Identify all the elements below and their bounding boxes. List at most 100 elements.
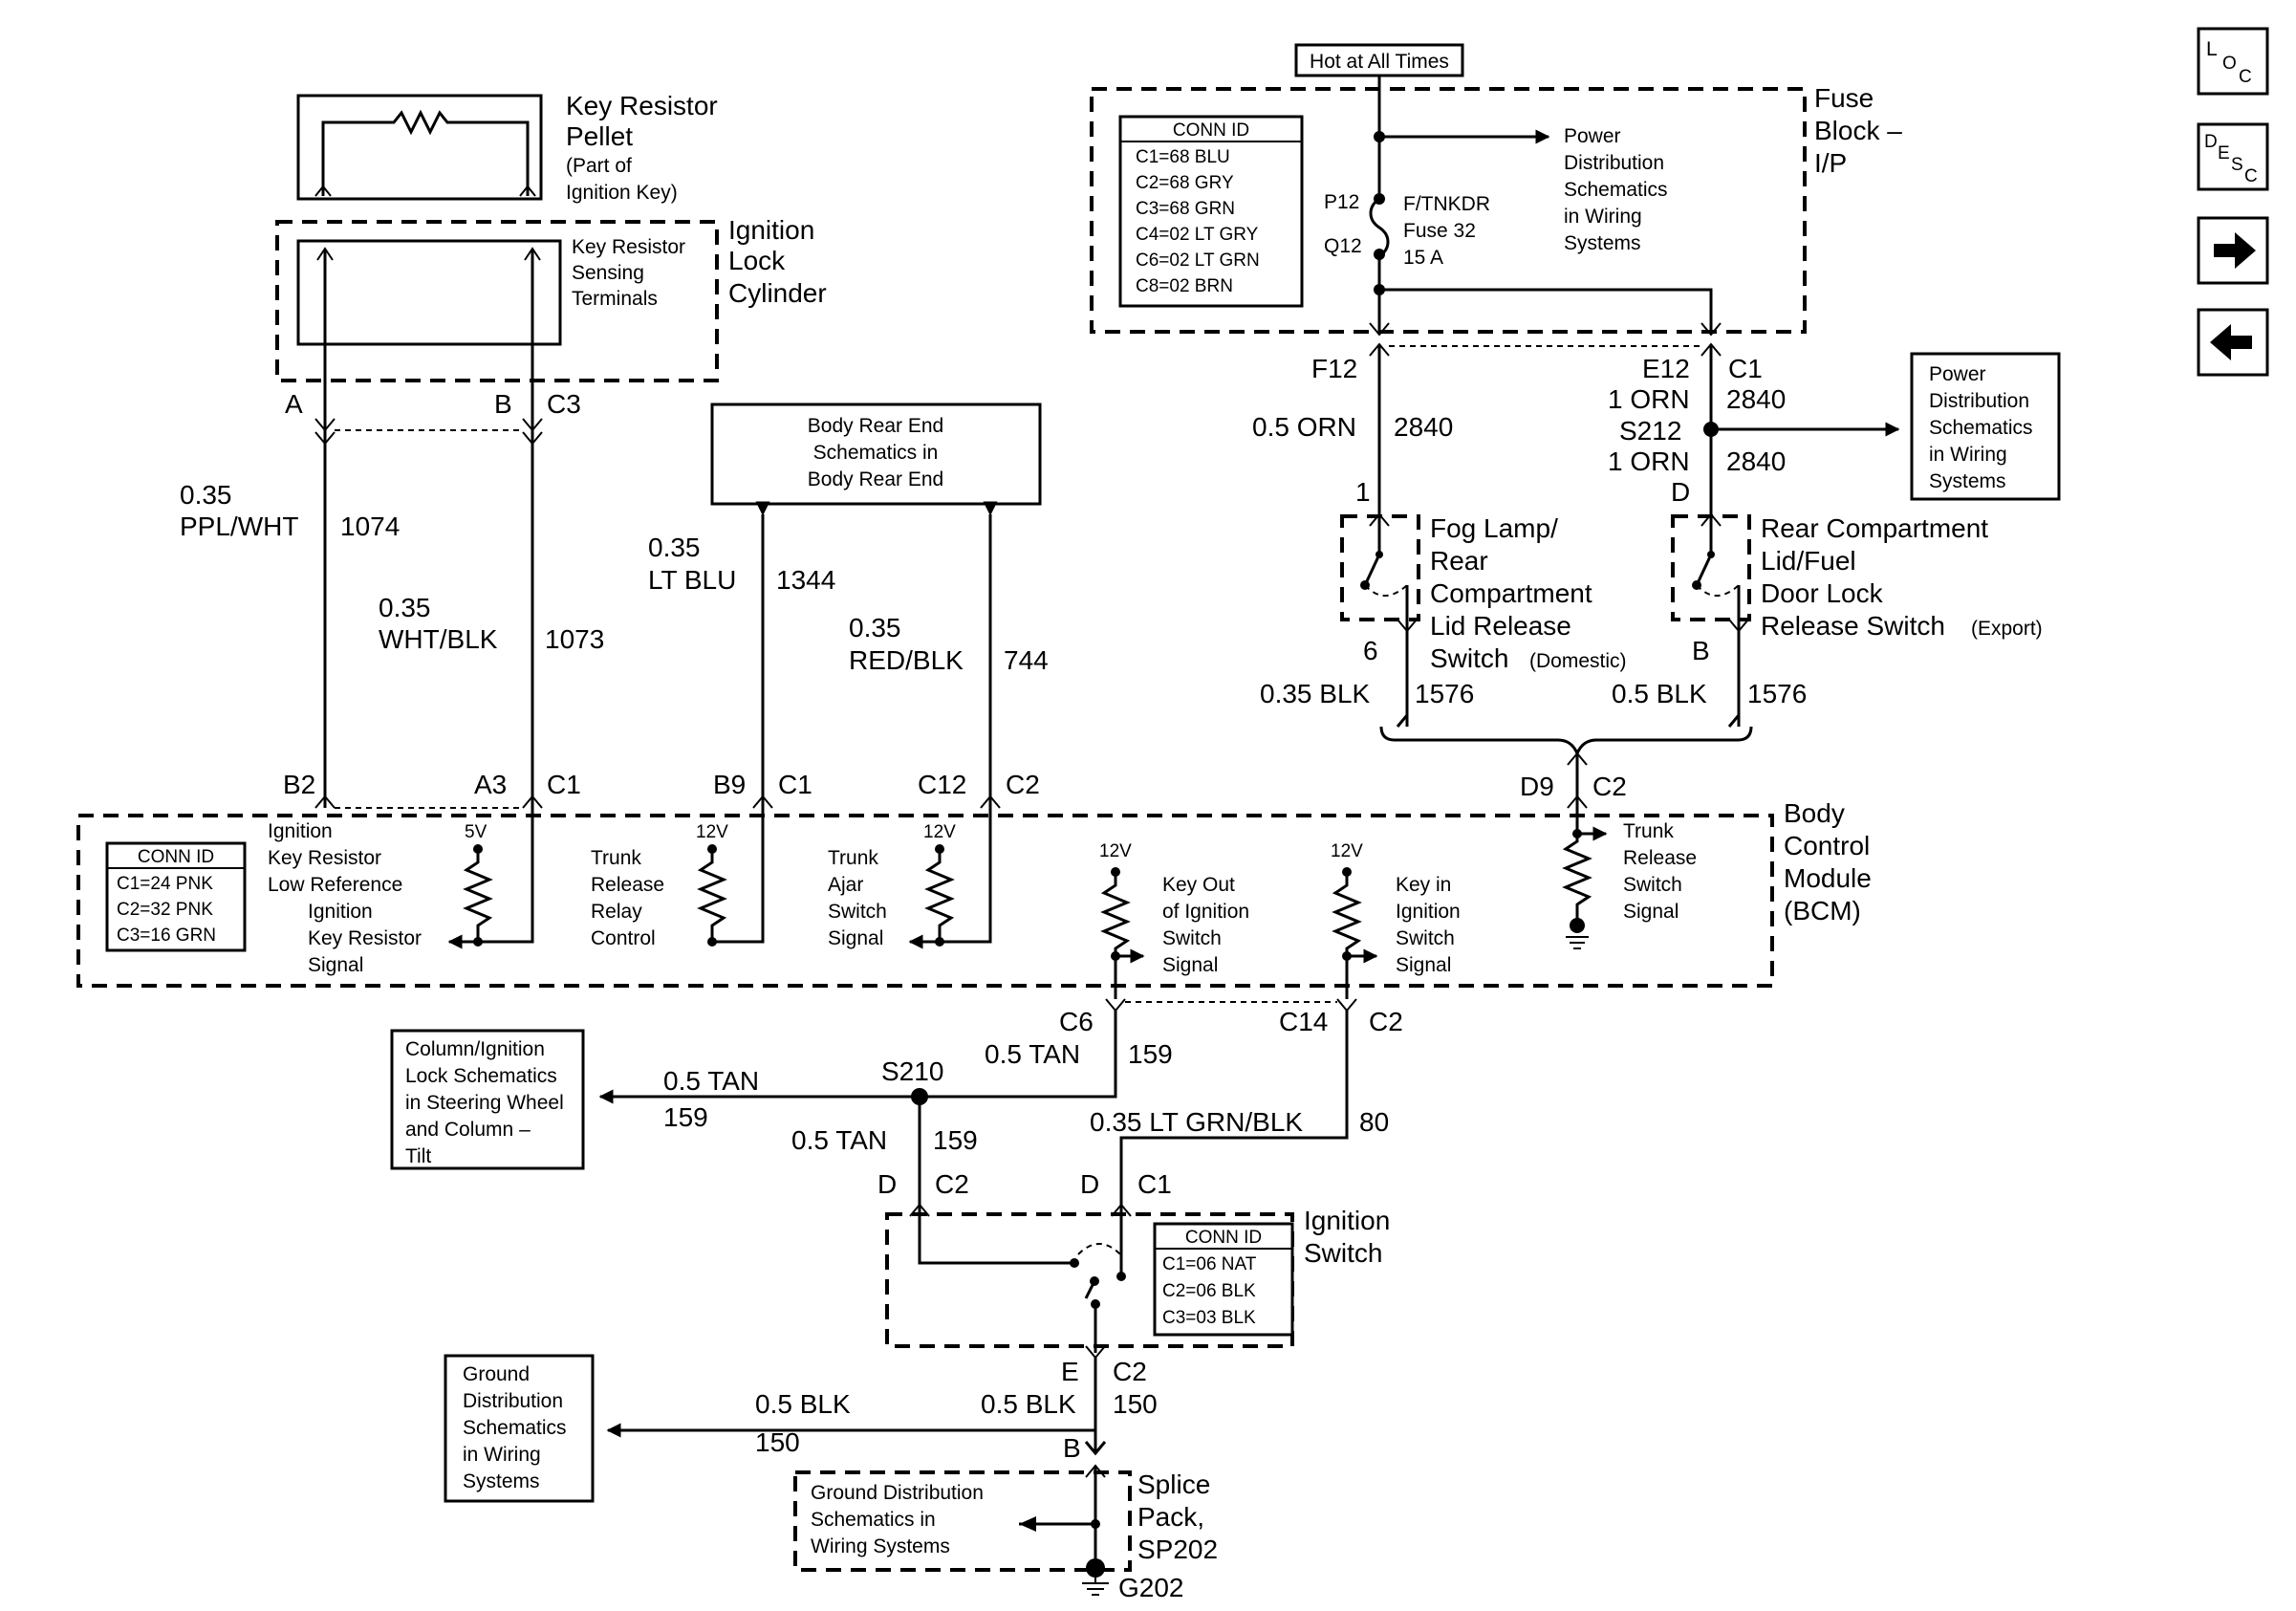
column-ref-label: in Steering Wheel <box>405 1092 564 1114</box>
sig-key-in: Switch <box>1396 927 1455 949</box>
wire-1344: 0.35 LT BLU 1344 <box>648 501 835 809</box>
sig-key-in: Ignition <box>1396 901 1461 923</box>
fog-pin-6: 6 <box>1363 636 1378 665</box>
fuse-conn-row: C6=02 LT GRN <box>1136 250 1260 271</box>
power-ref-label: Power <box>1564 125 1621 147</box>
arrow-right-icon <box>2214 232 2256 269</box>
ground-g202-label: G202 <box>1118 1573 1184 1602</box>
rear-switch-note: (Export) <box>1971 618 2043 640</box>
sig-trunk-ajar: Trunk <box>828 847 878 869</box>
pin-c12: C12 <box>918 770 966 799</box>
splice-title: Splice <box>1137 1469 1210 1499</box>
next-page-button[interactable] <box>2197 216 2269 285</box>
bcm-conn-header: CONN ID <box>138 847 214 867</box>
wire-159c-color: 0.5 TAN <box>791 1125 887 1155</box>
pin-c1-bcm: C1 <box>547 770 581 799</box>
key-resistor-label-2: Pellet <box>566 121 633 151</box>
v12-label: 12V <box>923 822 956 842</box>
splice-ref-label: Wiring Systems <box>811 1535 950 1557</box>
wire-1074: 0.35 PPL/WHT 1074 <box>180 247 400 809</box>
sig-trunk-ajar: Switch <box>828 901 887 923</box>
pin-d9: D9 <box>1520 772 1554 801</box>
splice-title: SP202 <box>1137 1535 1218 1564</box>
ignition-lock-cylinder: Key Resistor Sensing Terminals Ignition … <box>275 215 827 382</box>
sig-trunk-ajar: Signal <box>828 927 883 949</box>
pin-f12: F12 <box>1311 354 1357 383</box>
wire-150b-color: 0.5 BLK <box>981 1389 1076 1419</box>
pin-c2-bcm: C2 <box>1006 770 1040 799</box>
sig-ign-low: Key Resistor <box>268 847 381 869</box>
pin-c1: C1 <box>1728 354 1763 383</box>
ground-ref-label: in Wiring <box>463 1444 541 1466</box>
arrow-left-icon <box>2210 324 2252 360</box>
ign-conn-row: C1=06 NAT <box>1162 1254 1257 1274</box>
wire-2840-left: F12 0.5 ORN 2840 1 <box>1252 342 1701 507</box>
pin-c2-bcm-2: C2 <box>1592 772 1627 801</box>
column-ref-label: Lock Schematics <box>405 1065 557 1087</box>
prev-page-button[interactable] <box>2197 308 2269 377</box>
svg-text:C: C <box>2239 67 2252 87</box>
wire-744-gauge: 0.35 <box>849 613 901 642</box>
power-ref-label: Schematics <box>1564 179 1668 201</box>
wire-1344-color: LT BLU <box>648 565 736 595</box>
body-rear-label-3: Body Rear End <box>808 468 943 490</box>
power-ref2-label: Systems <box>1929 470 2006 492</box>
splice-ref-label: Ground Distribution <box>811 1482 984 1504</box>
body-control-module: Body Control Module (BCM) CONN ID C1=24 … <box>76 798 1872 999</box>
wire-2840c-color: 1 ORN <box>1608 446 1690 476</box>
fog-switch-note: (Domestic) <box>1529 650 1627 672</box>
fog-switch-label: Lid Release <box>1430 611 1571 641</box>
wire-744-color: RED/BLK <box>849 645 964 675</box>
svg-text:C: C <box>2244 166 2258 186</box>
sig-key-out: of Ignition <box>1162 901 1249 923</box>
wire-1073: 0.35 WHT/BLK 1073 <box>335 247 604 944</box>
wire-1576a-circuit: 1576 <box>1415 679 1474 708</box>
fog-switch-label: Rear <box>1430 546 1488 576</box>
pin-c14: C14 <box>1279 1007 1328 1036</box>
wire-1576b-circuit: 1576 <box>1747 679 1807 708</box>
fog-pin-1: 1 <box>1355 477 1371 507</box>
rear-switch-label: Release Switch <box>1761 611 1945 641</box>
pin-b2: B2 <box>283 770 315 799</box>
ign-conn-row: C3=03 BLK <box>1162 1308 1256 1328</box>
sig-ign-key: Signal <box>308 954 363 976</box>
desc-button[interactable]: D E S C <box>2197 122 2269 191</box>
svg-text:E: E <box>2218 143 2230 163</box>
sig-trunk-relay: Trunk <box>591 847 641 869</box>
rear-pin-b: B <box>1692 636 1710 665</box>
pin-c1-bcm-2: C1 <box>778 770 812 799</box>
bcm-title: Body <box>1784 798 1845 828</box>
ign-conn-row: C2=06 BLK <box>1162 1281 1256 1301</box>
wire-80-circuit: 80 <box>1359 1107 1389 1137</box>
power-ref2-label: in Wiring <box>1929 444 2007 466</box>
sig-trunk-release: Switch <box>1623 874 1682 896</box>
sig-trunk-ajar: Ajar <box>828 874 863 896</box>
sig-key-out: Switch <box>1162 927 1222 949</box>
fuse-block-title: Fuse <box>1814 83 1874 113</box>
wire-159a-circuit: 159 <box>1128 1039 1173 1069</box>
sig-trunk-relay: Release <box>591 874 664 896</box>
power-ref-label: Systems <box>1564 232 1641 254</box>
rear-compartment-release-switch: Rear Compartment Lid/Fuel Door Lock Rele… <box>1612 507 2043 727</box>
column-ref-label: and Column – <box>405 1119 531 1141</box>
sig-trunk-relay: Control <box>591 927 656 949</box>
wire-159c-circuit: 159 <box>933 1125 978 1155</box>
wire-150b-circuit: 150 <box>1113 1389 1158 1419</box>
fuse-conn-row: C1=68 BLU <box>1136 147 1230 167</box>
fuse-conn-row: C2=68 GRY <box>1136 173 1234 193</box>
power-ref-label: Distribution <box>1564 152 1664 174</box>
hot-at-all-times-label: Hot at All Times <box>1310 51 1449 73</box>
fuse-conn-header: CONN ID <box>1173 120 1249 141</box>
v5-label: 5V <box>465 822 487 842</box>
loc-button[interactable]: L O C <box>2197 27 2269 96</box>
desc-label: D <box>2204 132 2218 152</box>
ignition-switch-title: Ignition <box>1304 1206 1390 1235</box>
wire-2840-color: 0.5 ORN <box>1252 412 1356 442</box>
pin-c2-bcm-3: C2 <box>1369 1007 1403 1036</box>
column-ignition-reference: Column/Ignition Lock Schematics in Steer… <box>390 1029 585 1170</box>
power-distribution-reference: Power Distribution Schematics in Wiring … <box>1910 352 2061 501</box>
wire-159b-circuit: 159 <box>663 1102 708 1132</box>
fog-switch-label: Compartment <box>1430 578 1592 608</box>
wire-1576b-color: 0.5 BLK <box>1612 679 1707 708</box>
